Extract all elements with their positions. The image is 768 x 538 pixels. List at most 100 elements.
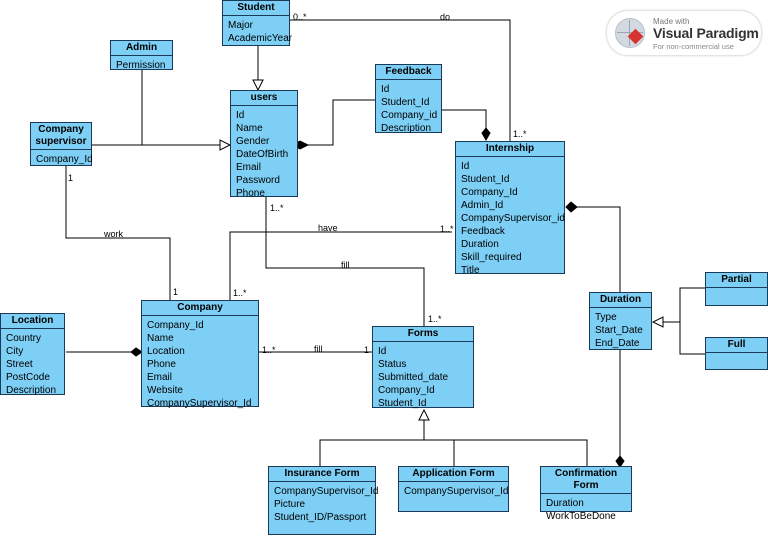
fill-users-multiplicity-forms: 1..* bbox=[428, 314, 442, 324]
attribute: Student_ID/Passport bbox=[274, 512, 367, 523]
attribute: End_Date bbox=[595, 338, 640, 349]
attribute: Id bbox=[236, 110, 245, 121]
have-multiplicity-company: 1..* bbox=[233, 288, 247, 298]
partial-duration-generalization bbox=[663, 287, 705, 323]
class-attributes-supervisor: Company_Id bbox=[31, 150, 93, 169]
class-title-forms: Forms bbox=[373, 327, 473, 342]
attribute: Name bbox=[147, 333, 174, 344]
fill-users-label: fill bbox=[341, 260, 350, 270]
work-label: work bbox=[104, 229, 124, 239]
attribute: Submitted_date bbox=[378, 372, 449, 383]
have-multiplicity-internship: 1..* bbox=[440, 224, 454, 234]
attribute: Major bbox=[228, 20, 254, 31]
class-title-duration: Duration bbox=[590, 293, 651, 308]
class-title-internship: Internship bbox=[456, 142, 564, 157]
internship-duration-composition bbox=[576, 206, 621, 292]
fill-company-label: fill bbox=[314, 344, 323, 354]
class-title-users: users bbox=[231, 91, 297, 106]
class-title-feedback: Feedback bbox=[376, 65, 441, 80]
watermark-made-with: Made with bbox=[653, 17, 690, 26]
watermark-sub: For non-commercial use bbox=[653, 42, 734, 51]
attribute: DateOfBirth bbox=[236, 149, 289, 160]
attribute: Description bbox=[6, 385, 57, 396]
internship-composition-diamond bbox=[481, 127, 491, 142]
attribute: Feedback bbox=[461, 226, 505, 237]
attribute: PostCode bbox=[6, 372, 50, 383]
work-multiplicity-company: 1 bbox=[173, 287, 179, 297]
class-full[interactable]: Full bbox=[705, 337, 768, 370]
attribute: Status bbox=[378, 359, 407, 370]
attribute: Website bbox=[147, 385, 183, 396]
do-label: do bbox=[440, 12, 451, 22]
attribute: Country bbox=[6, 333, 42, 344]
visual-paradigm-watermark: Made with Visual Paradigm For non-commer… bbox=[606, 10, 762, 56]
attribute: Company_Id bbox=[36, 154, 93, 165]
full-duration-generalization bbox=[679, 322, 705, 355]
application-forms-generalization bbox=[424, 439, 455, 466]
confirmation-forms-generalization bbox=[424, 439, 588, 466]
class-title-full: Full bbox=[706, 338, 767, 353]
class-title-company: Company bbox=[142, 301, 258, 316]
attribute: Student_Id bbox=[378, 398, 427, 409]
attribute: Permission bbox=[116, 60, 166, 71]
attribute: Location bbox=[147, 346, 185, 357]
duration-composition-diamond bbox=[565, 201, 578, 213]
attribute: CompanySupervisor_Id bbox=[147, 398, 252, 409]
do-multiplicity-internship: 1..* bbox=[513, 129, 527, 139]
class-title-admin: Admin bbox=[111, 41, 172, 56]
attribute: Company_id bbox=[381, 110, 438, 121]
watermark-brand: Visual Paradigm bbox=[653, 25, 759, 41]
feedback-users-composition bbox=[308, 99, 375, 146]
attribute: Duration bbox=[546, 498, 584, 509]
fill-company-multiplicity-forms: 1 bbox=[364, 345, 370, 355]
attribute: City bbox=[6, 346, 24, 357]
admin-users-generalization bbox=[141, 70, 220, 146]
attribute: Gender bbox=[236, 136, 270, 147]
class-attributes-admin: Permission bbox=[111, 56, 172, 75]
attribute: Id bbox=[461, 161, 470, 172]
attribute: Company_Id bbox=[147, 320, 204, 331]
class-title-location: Location bbox=[1, 314, 64, 329]
attribute: Admin_Id bbox=[461, 200, 504, 211]
attribute: Student_Id bbox=[381, 97, 430, 108]
fill-company-multiplicity-company: 1..* bbox=[262, 345, 276, 355]
attribute: Duration bbox=[461, 239, 499, 250]
class-title-confirmation: Confirmation Form bbox=[541, 467, 631, 494]
do-association bbox=[290, 19, 511, 141]
class-title-insurance: Insurance Form bbox=[269, 467, 375, 482]
insurance-forms-generalization bbox=[319, 439, 424, 466]
attribute: CompanySupervisor_Id bbox=[404, 486, 509, 497]
class-attributes-application: CompanySupervisor_Id bbox=[399, 482, 509, 501]
attribute: Street bbox=[6, 359, 33, 370]
class-title-application: Application Form bbox=[399, 467, 508, 482]
attribute: Type bbox=[595, 312, 617, 323]
class-partial[interactable]: Partial bbox=[705, 272, 768, 306]
attribute: CompanySupervisor_Id bbox=[274, 486, 379, 497]
have-association bbox=[229, 231, 452, 300]
users-generalization-arrow bbox=[219, 139, 232, 151]
